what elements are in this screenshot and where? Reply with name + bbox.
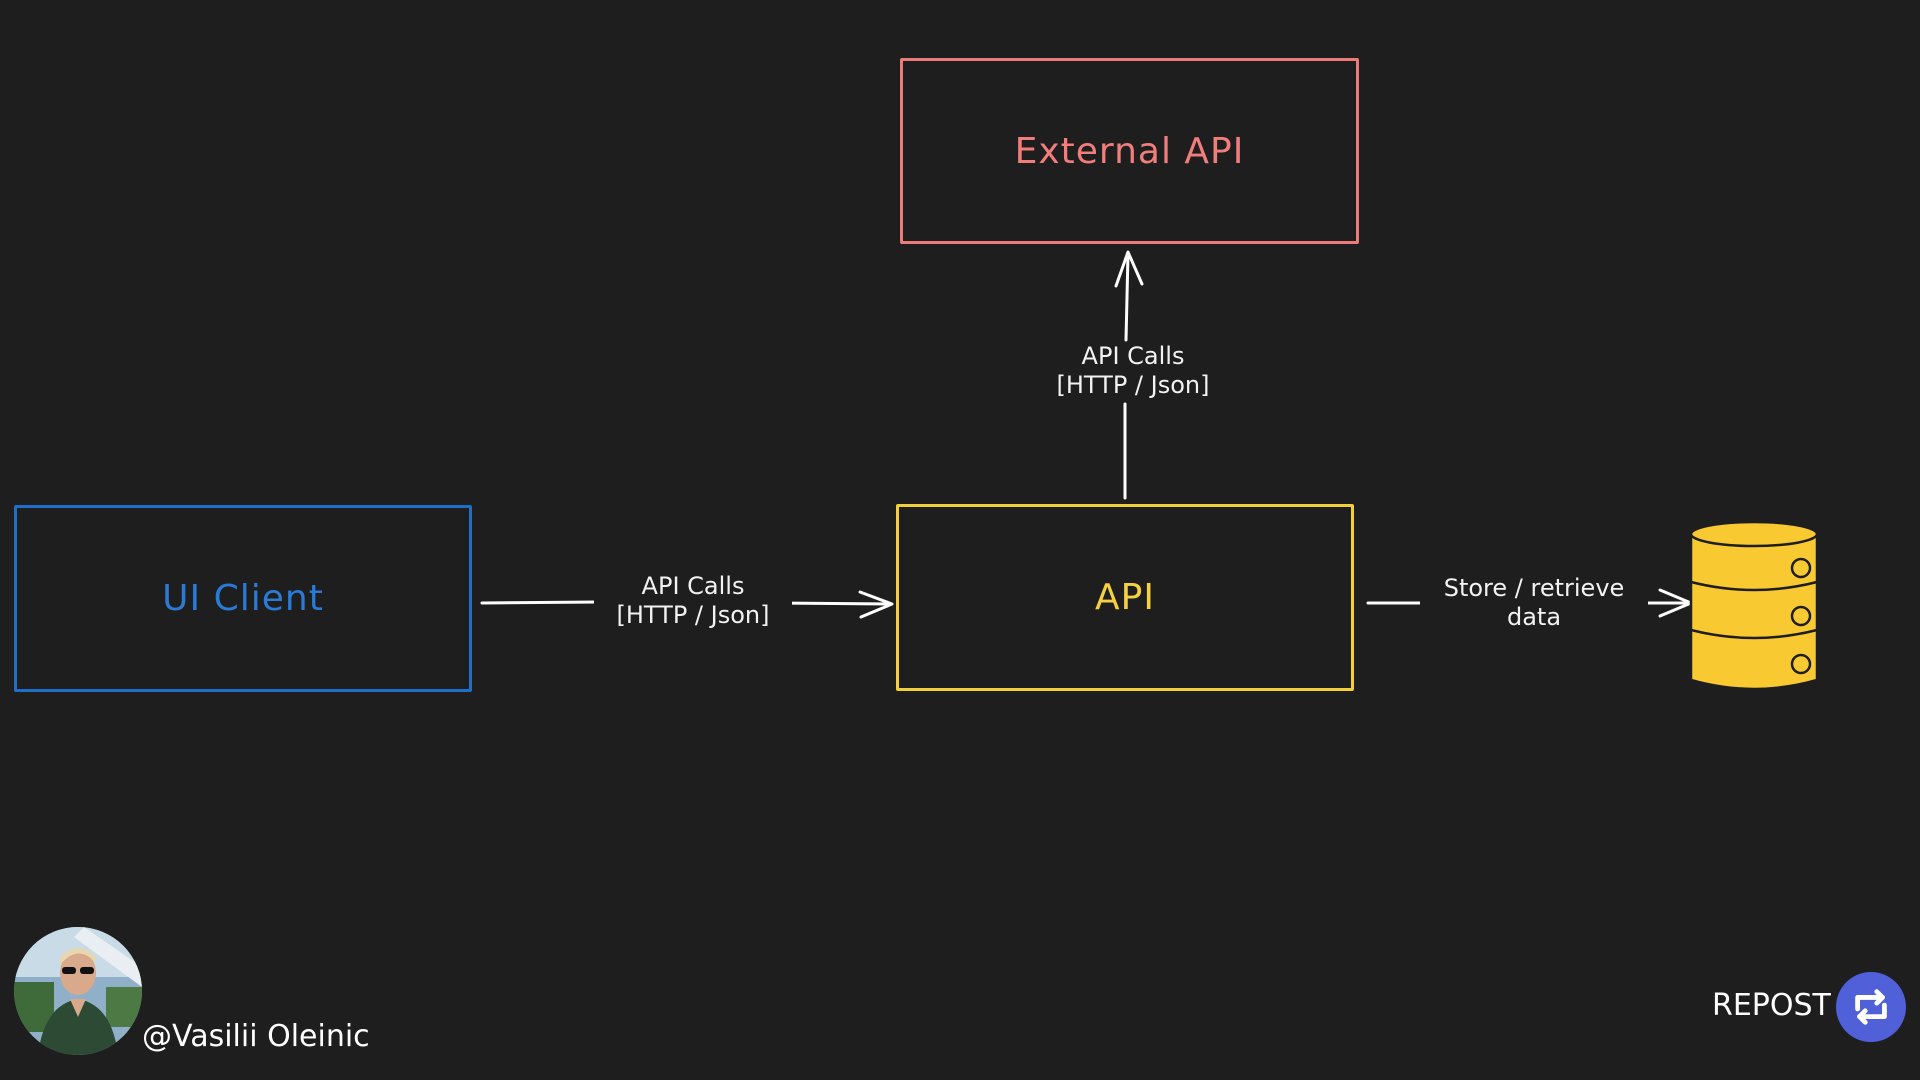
ui-client-label: UI Client <box>162 578 324 619</box>
api-node[interactable]: API <box>896 504 1354 691</box>
edge-label-api-to-db: Store / retrieve data <box>1420 574 1648 632</box>
arrow-ui-to-api <box>480 590 894 619</box>
external-api-label: External API <box>1014 130 1245 172</box>
edge-label-ui-to-api: API Calls [HTTP / Json] <box>594 572 792 630</box>
repost-icon <box>1855 989 1887 1025</box>
edge-label-line: [HTTP / Json] <box>1056 371 1210 399</box>
database-icon[interactable] <box>1688 520 1820 692</box>
edge-label-line: [HTTP / Json] <box>616 601 770 629</box>
edge-label-api-to-external: API Calls [HTTP / Json] <box>1034 342 1232 400</box>
ui-client-node[interactable]: UI Client <box>14 505 472 692</box>
repost-label[interactable]: REPOST <box>1712 988 1831 1023</box>
arrow-api-to-external <box>1114 250 1144 500</box>
external-api-node[interactable]: External API <box>900 58 1359 244</box>
repost-button[interactable] <box>1836 972 1906 1042</box>
avatar <box>14 927 142 1055</box>
edge-label-line: Store / retrieve <box>1443 574 1625 602</box>
edge-label-line: API Calls <box>641 572 745 600</box>
edge-label-line: API Calls <box>1081 342 1185 370</box>
author-handle: @Vasilii Oleinic <box>142 1019 370 1054</box>
api-label: API <box>1095 577 1155 618</box>
edge-label-line: data <box>1506 603 1562 631</box>
